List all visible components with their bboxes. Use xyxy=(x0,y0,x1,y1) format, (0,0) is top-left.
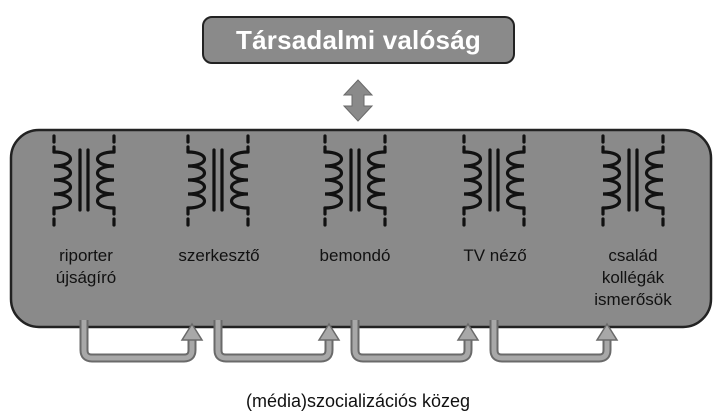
node-label-line: riporter xyxy=(59,246,113,265)
node-label-line: bemondó xyxy=(319,246,391,265)
transformer-icon xyxy=(601,134,665,228)
node-label-family: család kollégák ismerősök xyxy=(568,245,698,311)
transformer-icon xyxy=(52,134,116,228)
node-label-line: szerkesztő xyxy=(178,246,260,265)
node-label-line: kollégák xyxy=(601,268,665,287)
transformer-icon xyxy=(186,134,250,228)
node-label-line: TV néző xyxy=(463,246,527,265)
title-text: Társadalmi valóság xyxy=(236,24,481,55)
footer-caption: (média)szocializációs közeg xyxy=(245,391,471,411)
node-label-line: ismerősök xyxy=(594,290,672,309)
node-label-announcer: bemondó xyxy=(290,245,420,267)
node-label-reporter: riporter újságíró xyxy=(21,245,151,289)
flow-arrow-icon xyxy=(213,320,341,363)
transformer-icon xyxy=(462,134,526,228)
node-label-editor: szerkesztő xyxy=(154,245,284,267)
title-box: Társadalmi valóság xyxy=(202,16,515,64)
node-label-line: család xyxy=(608,246,658,265)
flow-arrow-icon xyxy=(350,320,480,363)
node-label-viewer: TV néző xyxy=(430,245,560,267)
flow-arrow-icon xyxy=(79,320,204,363)
double-arrow-icon xyxy=(342,79,374,122)
node-label-line: újságíró xyxy=(55,268,117,287)
flow-arrow-icon xyxy=(489,320,619,363)
transformer-icon xyxy=(323,134,387,228)
socialization-panel xyxy=(9,128,713,329)
